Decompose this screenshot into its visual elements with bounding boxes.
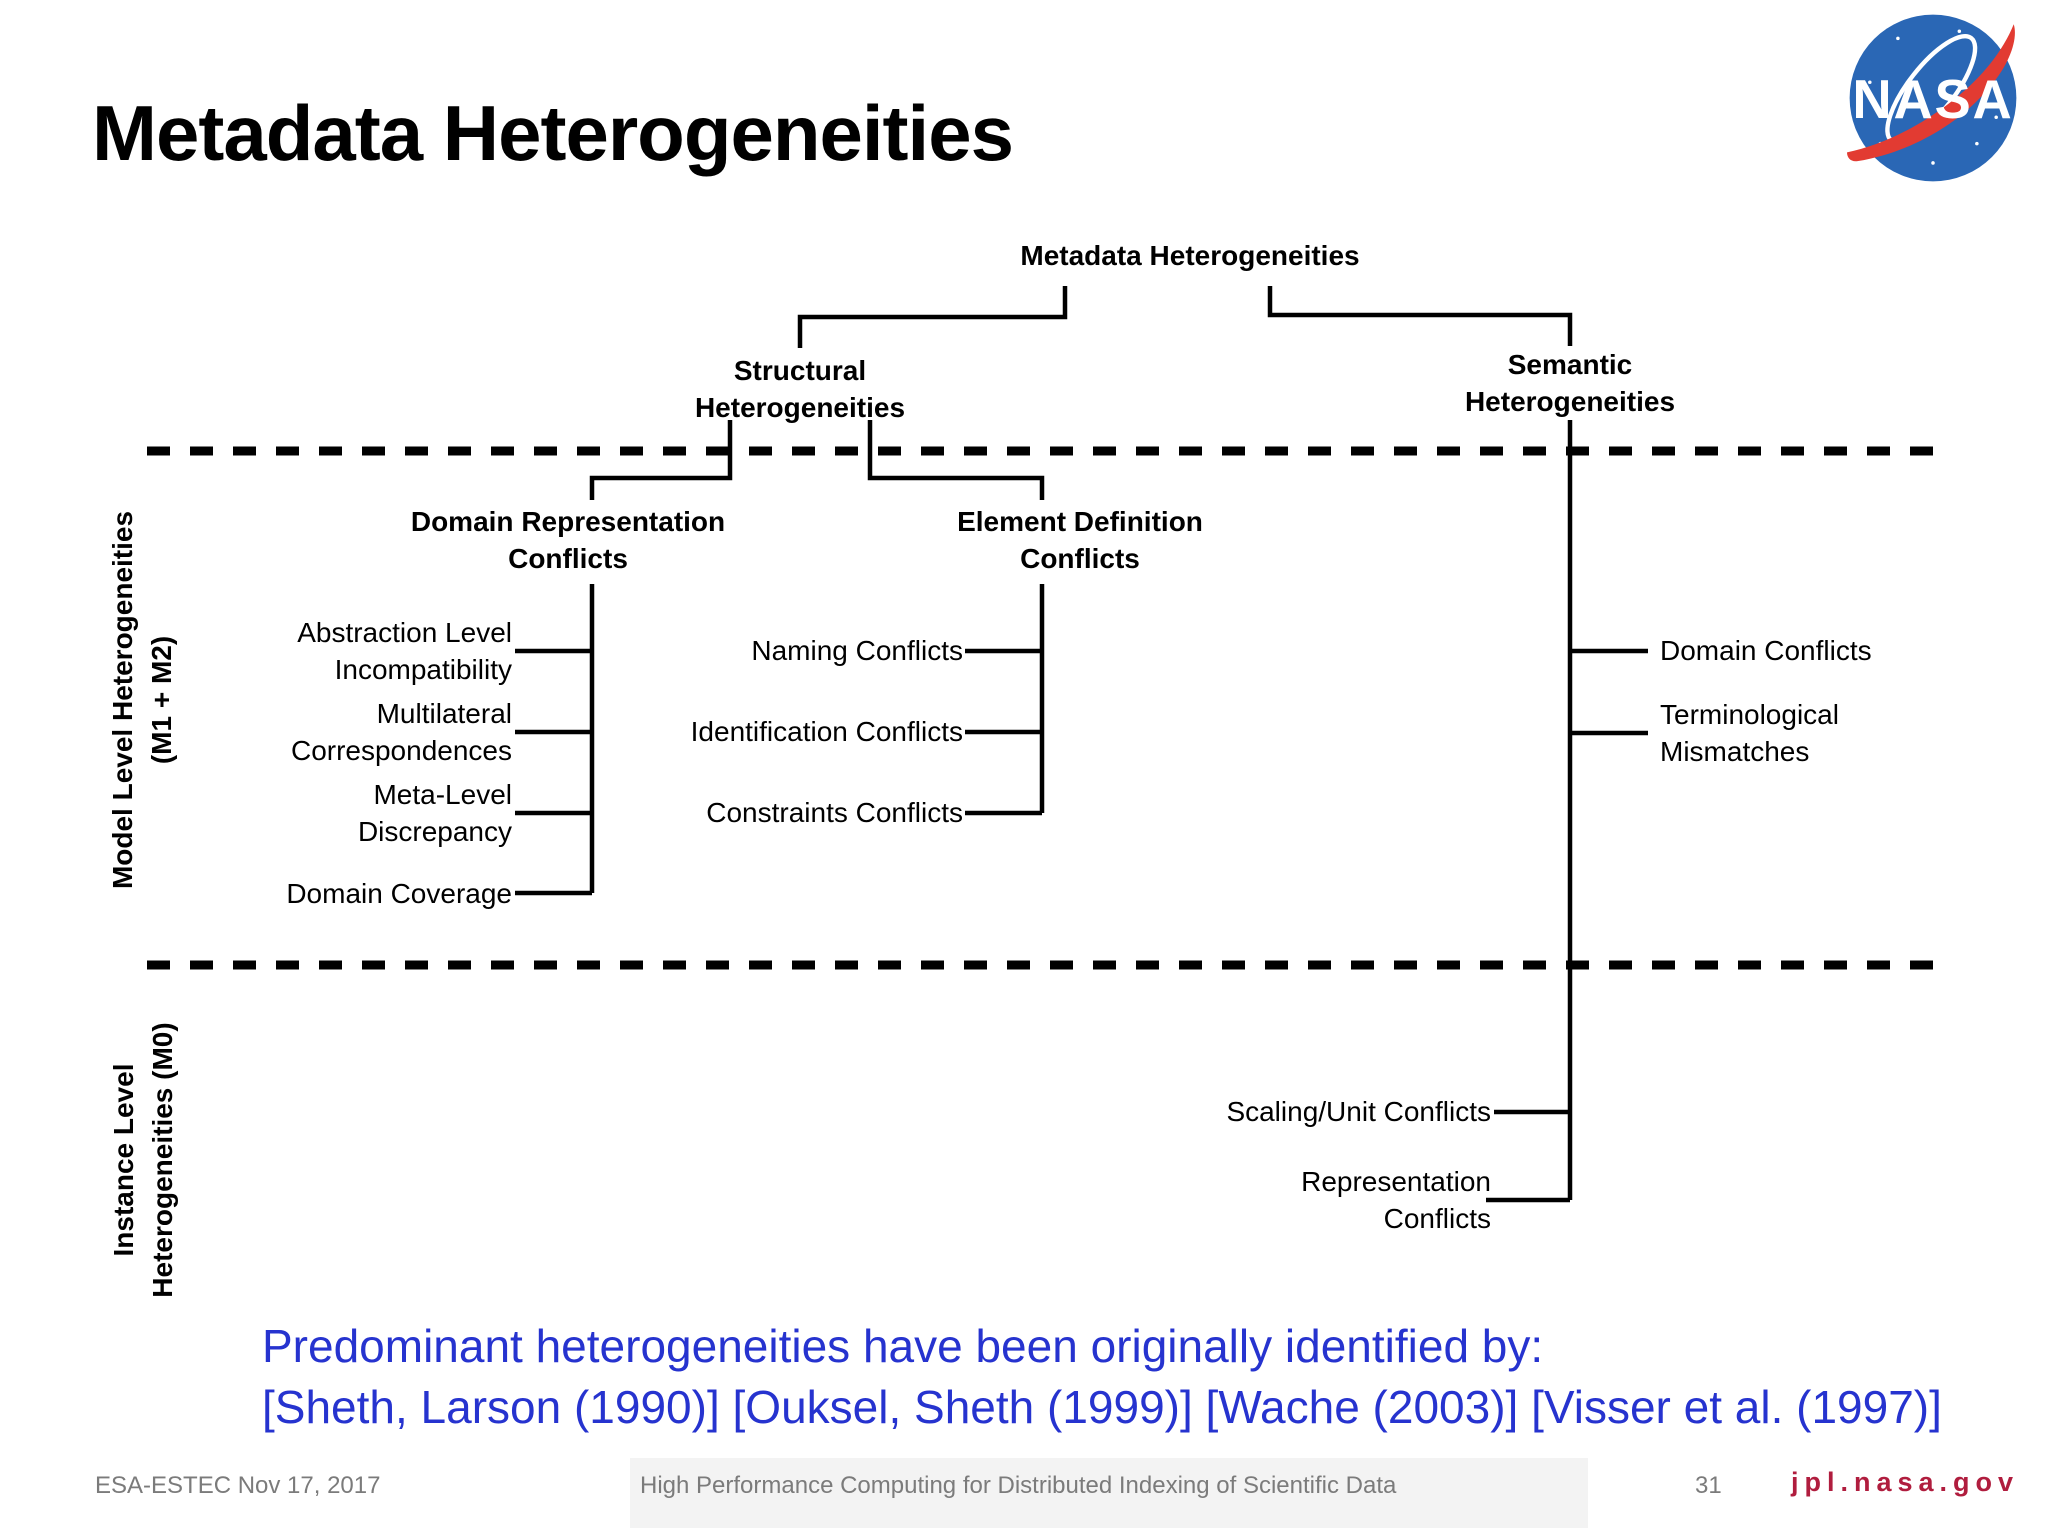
- node-semantic: Semantic Heterogeneities: [1464, 349, 1676, 417]
- axis-model-level: Model Level Heterogeneities (M1 + M2): [107, 510, 177, 890]
- connector-root-structural: [797, 286, 1068, 348]
- node-structural: Structural Heterogeneities: [694, 355, 906, 423]
- leaf-domain-coverage: Domain Coverage: [286, 878, 512, 909]
- connector-structural-domain: [589, 420, 733, 500]
- leaf-identification-conflicts: Identification Conflicts: [690, 716, 963, 747]
- leaf-representation: Representation Conflicts: [1301, 1166, 1491, 1234]
- leaf-meta-level: Meta-Level Discrepancy: [357, 779, 512, 847]
- node-root: Metadata Heterogeneities: [1020, 240, 1360, 271]
- nasa-logo: NASA: [1847, 14, 2017, 182]
- nasa-logo-wordmark: NASA: [1852, 69, 2013, 130]
- axis-instance-level: Instance Level Heterogeneities (M0): [108, 1022, 178, 1298]
- note-text: Predominant heterogeneities have been or…: [262, 1320, 1942, 1433]
- leaf-constraints-conflicts: Constraints Conflicts: [706, 797, 963, 828]
- page-title: Metadata Heterogeneities: [92, 89, 1014, 177]
- node-element-definition: Element Definition Conflicts: [957, 506, 1203, 574]
- connector-root-semantic: [1267, 286, 1573, 346]
- footer-site: jpl.nasa.gov: [1790, 1467, 2019, 1497]
- footer-band: [630, 1458, 1588, 1528]
- node-domain-representation: Domain Representation Conflicts: [410, 506, 726, 574]
- footer-center-title: High Performance Computing for Distribut…: [640, 1472, 1397, 1499]
- footer-page-number: 31: [1695, 1472, 1722, 1499]
- leaf-domain-conflicts: Domain Conflicts: [1660, 635, 1872, 666]
- connector-structural-element: [867, 420, 1045, 500]
- leaf-naming-conflicts: Naming Conflicts: [751, 635, 963, 666]
- leaf-terminological: Terminological Mismatches: [1660, 699, 1839, 767]
- nasa-logo-swoosh: [1847, 24, 2015, 162]
- leaf-multilateral: Multilateral Correspondences: [290, 698, 512, 766]
- leaf-abstraction-level: Abstraction Level Incompatibility: [297, 617, 512, 685]
- leaf-scaling-unit: Scaling/Unit Conflicts: [1226, 1096, 1491, 1127]
- footer-date: ESA-ESTEC Nov 17, 2017: [95, 1472, 381, 1499]
